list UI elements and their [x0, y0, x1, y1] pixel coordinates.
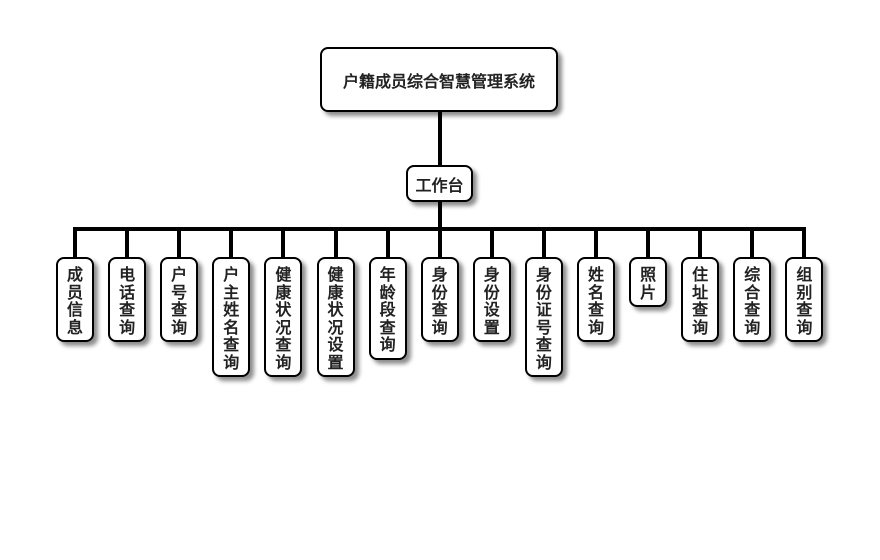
leaf-label: 组别查询 [796, 265, 813, 337]
connector-leaf [177, 229, 182, 257]
leaf-label: 身份设置 [483, 265, 500, 337]
connector-leaf [541, 229, 546, 257]
connector-hub-bus [438, 202, 442, 229]
leaf-label: 健康状况设置 [327, 265, 344, 372]
hub-label: 工作台 [415, 175, 464, 195]
connector-leaf [229, 229, 234, 257]
root-node: 户籍成员综合智慧管理系统 [320, 47, 558, 112]
leaf-node: 综合查询 [733, 257, 772, 342]
leaf-node: 身份设置 [472, 257, 511, 342]
leaf-node: 住址查询 [681, 257, 720, 342]
leaf-node: 照片 [629, 257, 668, 307]
connector-leaf [281, 229, 286, 257]
leaf-node: 健康状况设置 [316, 257, 355, 377]
leaf-node: 组别查询 [785, 257, 824, 342]
connector-leaf [594, 229, 598, 257]
connector-leaf [125, 229, 130, 257]
leaf-label: 照片 [640, 265, 657, 302]
leaf-node: 电话查询 [108, 257, 147, 342]
leaf-node: 年龄段查询 [368, 257, 407, 360]
connector-leaf [333, 229, 338, 257]
leaf-label: 姓名查询 [587, 265, 604, 337]
leaf-label: 户主姓名查询 [223, 265, 240, 372]
leaf-node: 姓名查询 [577, 257, 615, 342]
connector-leaf [385, 229, 390, 257]
leaf-label: 成员信息 [66, 265, 83, 337]
connector-leaf [489, 229, 494, 257]
leaf-label: 户号查询 [171, 265, 188, 337]
connector-leaf [646, 229, 651, 257]
connector-leaf [750, 229, 755, 257]
leaf-node: 身份证号查询 [524, 257, 563, 377]
leaf-label: 电话查询 [119, 265, 136, 337]
leaf-label: 身份证号查询 [535, 265, 552, 372]
leaf-label: 年龄段查询 [379, 265, 396, 354]
leaf-label: 综合查询 [744, 265, 761, 337]
leaf-node: 健康状况查询 [264, 257, 303, 377]
leaf-node: 身份查询 [420, 257, 459, 342]
hub-node: 工作台 [406, 165, 473, 202]
leaf-label: 健康状况查询 [275, 265, 292, 372]
leaf-node: 成员信息 [56, 257, 94, 342]
connector-root-hub [438, 112, 442, 165]
leaf-label: 身份查询 [431, 265, 448, 337]
connector-leaf [698, 229, 703, 257]
root-label: 户籍成员综合智慧管理系统 [342, 71, 535, 91]
connector-leaf [73, 229, 77, 257]
connector-leaf [802, 229, 807, 257]
leaf-label: 住址查询 [692, 265, 709, 337]
connector-leaf [437, 229, 442, 257]
leaf-node: 户主姓名查询 [212, 257, 251, 377]
leaf-node: 户号查询 [160, 257, 199, 342]
